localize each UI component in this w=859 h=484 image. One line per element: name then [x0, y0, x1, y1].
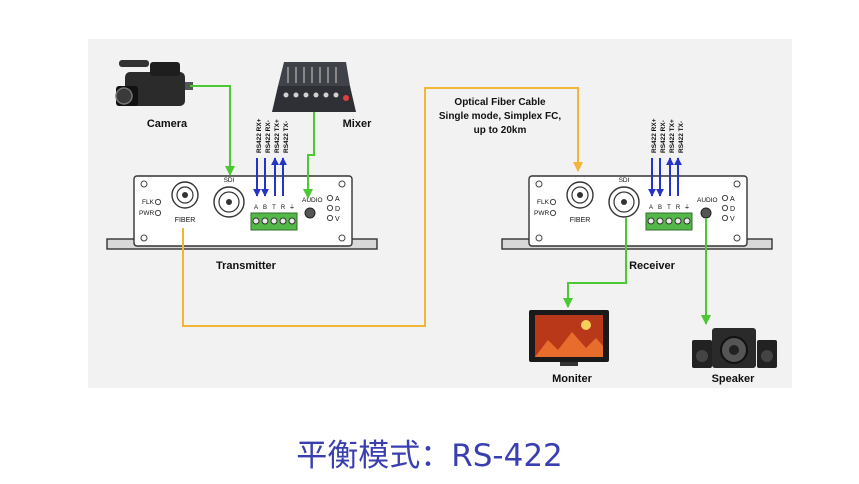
tx-rs422-tx-minus: RS422 TX- — [283, 121, 290, 153]
rx-led-d-label: D — [730, 206, 735, 213]
mixer-icon — [272, 62, 356, 112]
rx-rs422-tx-plus: RS422 TX+ — [669, 119, 676, 153]
monitor-label: Moniter — [552, 373, 592, 385]
rx-audio-label: AUDIO — [697, 197, 718, 204]
speaker-icon — [692, 328, 777, 368]
rx-pin-r: R — [676, 205, 681, 211]
rx-pwr-label: PWR — [534, 210, 549, 217]
camera-icon — [115, 60, 193, 106]
receiver-rs422-arrows — [648, 157, 682, 197]
rx-fiber-label: FIBER — [570, 217, 591, 224]
fiber-cable-line — [182, 87, 583, 327]
receiver-device: FLK PWR FIBER SDI A B T R ⏚ — [501, 175, 773, 250]
terminal-block-icon — [250, 212, 298, 231]
tx-rs422-rx-plus: RS422 RX+ — [256, 118, 263, 153]
rx-sdi-label: SDI — [619, 177, 630, 184]
rx-led-a-label: A — [730, 196, 735, 203]
cable-label-line3: up to 20km — [474, 125, 527, 136]
flk-label: FLK — [142, 199, 155, 206]
transmitter-label: Transmitter — [216, 260, 277, 272]
rx-pin-t: T — [667, 205, 671, 211]
rx-pin-a: A — [649, 205, 653, 211]
rx-fiber-port-icon — [566, 181, 594, 209]
fiber-port-icon — [171, 181, 199, 209]
audio-jack-icon — [304, 207, 316, 219]
rx-pin-b: B — [658, 205, 662, 211]
pin-a: A — [254, 205, 258, 211]
rx-rs422-rx-plus: RS422 RX+ — [651, 118, 658, 153]
receiver-rs422-labels: RS422 RX+ RS422 RX- RS422 TX+ RS422 TX- — [651, 118, 685, 153]
transmitter-rs422-labels: RS422 RX+ RS422 RX- RS422 TX+ RS422 TX- — [256, 118, 290, 153]
transmitter-rs422-arrows — [253, 157, 287, 197]
pwr-label: PWR — [139, 210, 154, 217]
rx-led-v-label: V — [730, 216, 735, 223]
monitor-icon — [529, 310, 609, 366]
pin-b: B — [263, 205, 267, 211]
camera-label: Camera — [147, 118, 188, 130]
pin-r: R — [281, 205, 286, 211]
fiber-label: FIBER — [175, 217, 196, 224]
transmitter-device: FLK PWR FIBER SDI A B T R ⏚ — [106, 175, 378, 250]
rx-rs422-rx-minus: RS422 RX- — [660, 120, 667, 153]
pin-t: T — [272, 205, 276, 211]
led-a-label: A — [335, 196, 340, 203]
sdi-port-icon — [213, 186, 245, 218]
tx-rs422-rx-minus: RS422 RX- — [265, 120, 272, 153]
audio-label: AUDIO — [302, 197, 323, 204]
rx-pin-ground: ⏚ — [684, 204, 690, 211]
rx-rs422-tx-minus: RS422 TX- — [678, 121, 685, 153]
caption: 平衡模式：RS-422 — [296, 438, 563, 474]
rx-sdi-port-icon — [608, 186, 640, 218]
led-v-label: V — [335, 216, 340, 223]
rx-audio-jack-icon — [700, 207, 712, 219]
cable-label-line1: Optical Fiber Cable — [454, 97, 546, 108]
receiver-label: Receiver — [629, 260, 676, 272]
signal-lines — [190, 85, 711, 325]
cable-label-line2: Single mode, Simplex FC, — [439, 111, 561, 122]
sdi-label: SDI — [224, 177, 235, 184]
speaker-label: Speaker — [712, 373, 756, 385]
pin-ground: ⏚ — [289, 204, 295, 211]
rx-terminal-block-icon — [645, 212, 693, 231]
mixer-label: Mixer — [343, 118, 372, 130]
tx-rs422-tx-plus: RS422 TX+ — [274, 119, 281, 153]
led-d-label: D — [335, 206, 340, 213]
rx-flk-label: FLK — [537, 199, 550, 206]
